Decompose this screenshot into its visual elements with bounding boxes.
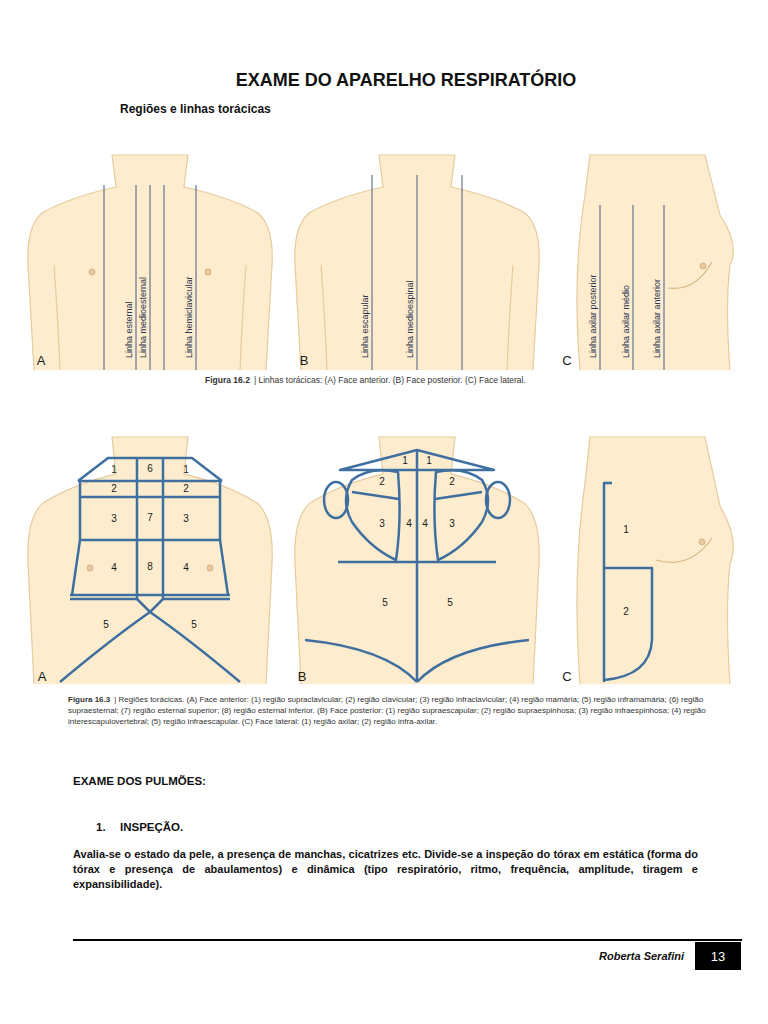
panel-letter: A [38,670,47,683]
section-subtitle: Regiões e linhas torácicas [120,103,271,115]
page-title: EXAME DO APARELHO RESPIRATÓRIO [236,71,577,89]
region-outlines [60,450,652,682]
list-number: 1. [96,822,106,834]
region-number: 5 [103,620,109,630]
caption-block: Figura 16.2 | Linhas torácicas: (A) Face … [205,375,526,386]
line-label: Linha escapular [360,294,370,358]
figure-caption: | Regiões torácicas. (A) Face anterior: … [68,695,706,726]
panel-letter: C [562,354,571,367]
body-text: Avalia-se o estado da pele, a presença d… [73,847,698,892]
line-label: Linha hemiclavicular [184,276,194,358]
region-number: 2 [183,484,189,494]
region-number: 5 [447,598,453,608]
region-number: 3 [379,519,385,529]
panel-letter: B [298,670,307,683]
torso-front [28,155,272,370]
region-number: 3 [183,514,189,524]
figure-caption: | Linhas torácicas: (A) Face anterior. (… [254,375,526,385]
region-number: 2 [449,477,455,487]
footer-rule [73,939,742,941]
region-number: 5 [191,620,197,630]
line-label: Linha esternal [124,301,134,358]
region-number: 1 [426,456,432,466]
torso-back [295,437,539,684]
region-number: 4 [183,563,189,573]
region-number: 8 [147,562,153,572]
region-number: 1 [402,456,408,466]
caption-block: Figura 16.3| Regiões torácicas. (A) Face… [68,694,708,727]
region-number: 7 [147,513,153,523]
figure-caption: Figura 16.2 [205,375,250,385]
region-number: 3 [449,519,455,529]
region-number: 4 [422,519,428,529]
thoracic-lines [104,175,664,370]
panel-letter: A [37,354,46,367]
panel-letter: B [300,354,309,367]
region-number: 3 [111,514,117,524]
region-number: 2 [111,484,117,494]
region-number: 2 [623,607,629,617]
torso-back [295,155,539,370]
region-number: 6 [147,464,153,474]
line-label: Linha axilar posterior [588,274,598,358]
line-label: Linha axilar médio [621,285,631,358]
region-number: 1 [623,525,629,535]
region-number: 4 [406,519,412,529]
torso-side [577,155,733,370]
page-number-box: 13 [695,942,741,970]
list-heading: INSPEÇÃO. [120,822,183,834]
torso-side [577,437,733,684]
line-label: Linha axilar anterior [652,279,662,358]
line-label: Linha medioesternal [138,277,148,358]
region-number: 1 [183,465,189,475]
region-number: 2 [379,477,385,487]
region-number: 5 [382,598,388,608]
line-label: Linha medioespinal [405,280,415,358]
region-number: 4 [111,563,117,573]
page-number: 13 [711,949,725,964]
region-number: 1 [111,465,117,475]
panel-letter: C [562,670,571,683]
torso-front [28,437,272,684]
section-heading: EXAME DOS PULMÕES: [73,776,206,788]
figure-caption: Figura 16.3 [68,695,110,704]
footer-author: Roberta Serafini [599,951,684,962]
